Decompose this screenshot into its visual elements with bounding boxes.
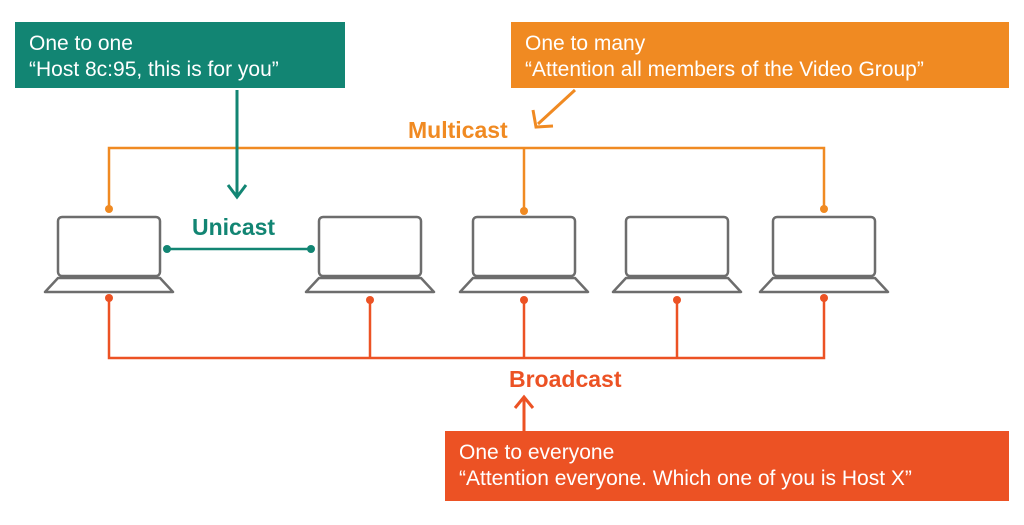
- multicast-label: Multicast: [408, 117, 508, 143]
- broadcast-description-box: One to everyone “Attention everyone. Whi…: [445, 431, 1009, 501]
- laptop-5-icon: [758, 215, 890, 294]
- laptop-4-icon: [611, 215, 743, 294]
- unicast-label: Unicast: [192, 214, 276, 240]
- laptop-2-icon: [304, 215, 436, 294]
- broadcast-label: Broadcast: [509, 366, 622, 392]
- multicast-arrow: [531, 88, 577, 129]
- broadcast-arrow: [513, 394, 535, 431]
- unicast-arrow: [226, 90, 248, 200]
- multicast-description-box: One to many “Attention all members of th…: [511, 22, 1009, 88]
- multicast-connection-dots: [105, 205, 828, 215]
- broadcast-box-title: One to everyone: [459, 441, 615, 464]
- multicast-box-title: One to many: [525, 32, 646, 55]
- multicast-box-text: “Attention all members of the Video Grou…: [525, 58, 924, 81]
- laptop-1-icon: [43, 215, 175, 294]
- unicast-box-title: One to one: [29, 32, 133, 55]
- broadcast-box-text: “Attention everyone. Which one of you is…: [459, 467, 912, 490]
- unicast-description-box: One to one “Host 8c:95, this is for you”: [15, 22, 345, 88]
- broadcast-connection-dots: [105, 294, 828, 304]
- laptop-3-icon: [458, 215, 590, 294]
- unicast-box-text: “Host 8c:95, this is for you”: [29, 58, 279, 81]
- multicast-wiring: [107, 146, 826, 211]
- unicast-link: [163, 245, 315, 253]
- broadcast-wiring: [107, 298, 826, 360]
